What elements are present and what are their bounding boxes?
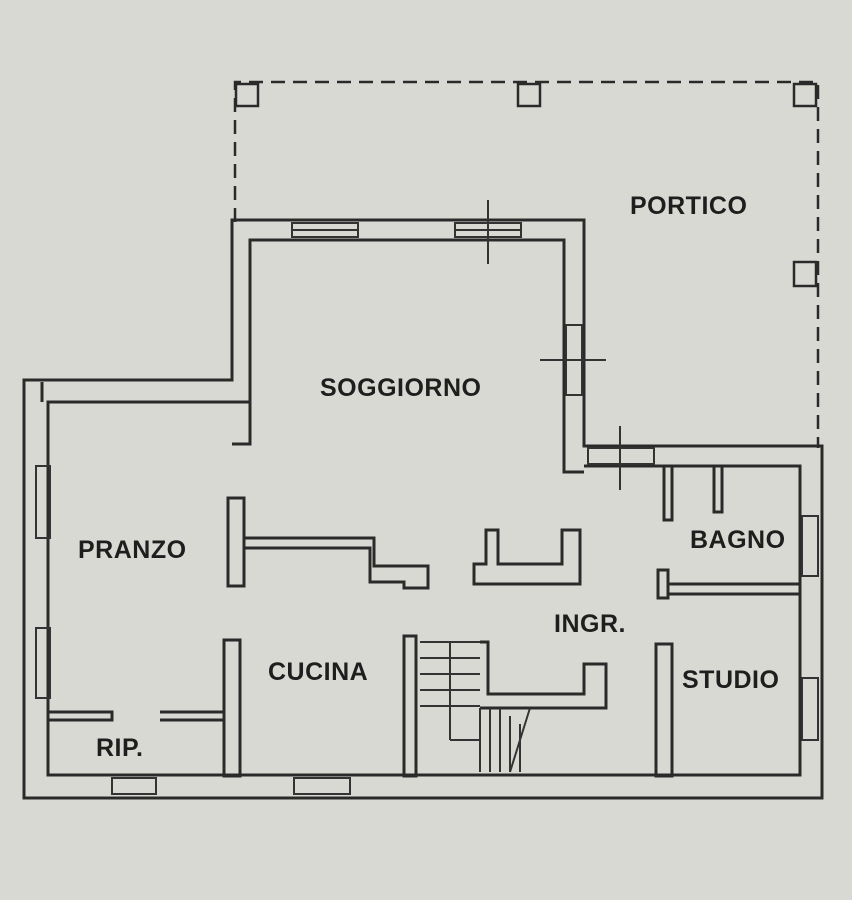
label-pranzo: PRANZO: [78, 536, 187, 564]
portico-pillar: [792, 260, 818, 288]
label-cucina: CUCINA: [268, 658, 368, 686]
label-soggiorno: SOGGIORNO: [320, 374, 481, 402]
label-studio: STUDIO: [682, 666, 779, 694]
window: [801, 677, 819, 741]
interior-walls: [48, 466, 802, 778]
portico-pillar: [234, 82, 260, 108]
room-labels: PORTICO SOGGIORNO PRANZO BAGNO INGR. CUC…: [78, 192, 786, 762]
window: [35, 627, 51, 699]
label-ingresso: INGR.: [554, 610, 626, 638]
window: [293, 777, 351, 795]
window: [801, 515, 819, 577]
windows: [35, 200, 819, 795]
label-bagno: BAGNO: [690, 526, 786, 554]
window: [111, 777, 157, 795]
staircase: [420, 641, 531, 773]
window: [35, 465, 51, 539]
portico-outline: [233, 80, 820, 448]
label-portico: PORTICO: [630, 192, 747, 220]
outer-walls: [22, 218, 824, 800]
portico-pillar: [792, 82, 818, 108]
portico-pillar: [516, 82, 542, 108]
label-ripostiglio: RIP.: [96, 734, 143, 762]
